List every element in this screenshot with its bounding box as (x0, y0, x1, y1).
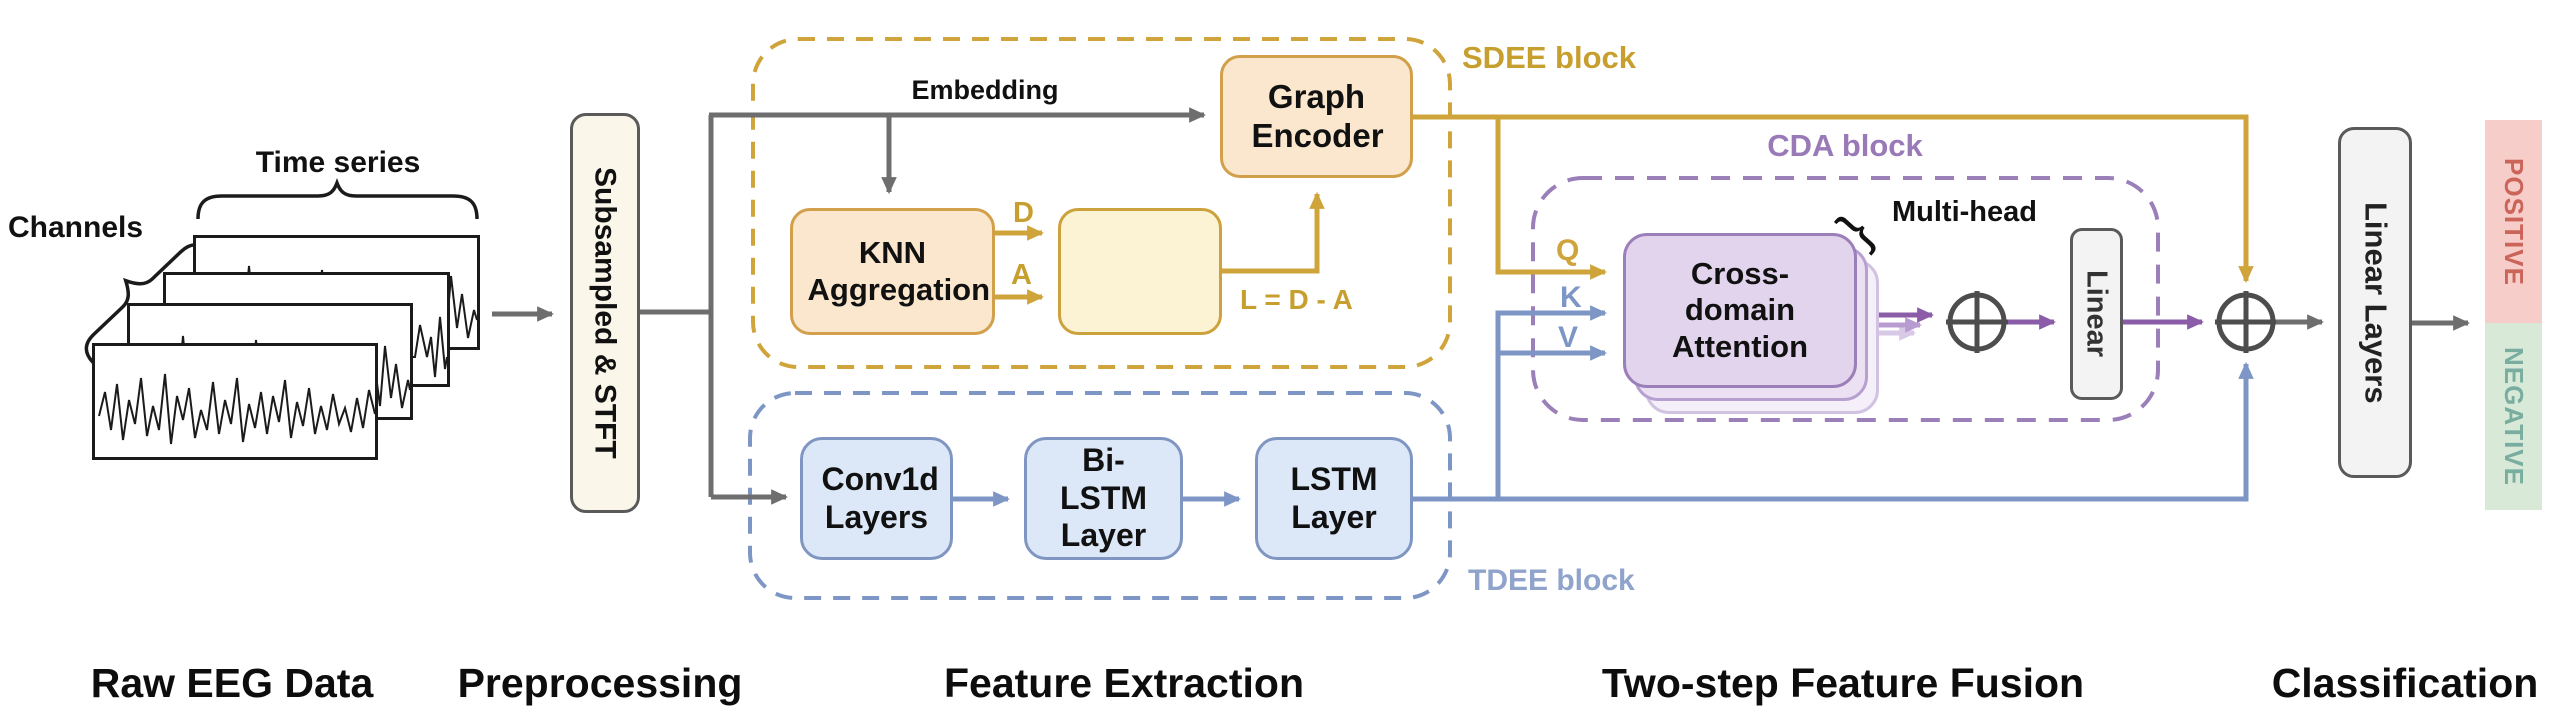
graph-encoder-label: Graph Encoder (1251, 77, 1384, 154)
eeg-waveform (98, 373, 376, 445)
knn-aggregation-label: KNN Aggregation (807, 234, 991, 307)
bilstm-label: Bi-LSTM Layer (1059, 441, 1148, 554)
stage-label-raw-eeg: Raw EEG Data (90, 660, 374, 706)
preprocessing-box: Subsampled & STFT (570, 113, 640, 513)
bilstm-box: Bi-LSTM Layer (1024, 437, 1183, 560)
linear-box: Linear (2070, 228, 2123, 400)
graph-box (1058, 208, 1222, 335)
degree-label: D (1013, 197, 1034, 229)
fusion-sum-icon (2215, 291, 2277, 353)
k-arrow (1495, 305, 1608, 499)
conv1d-box: Conv1d Layers (800, 437, 953, 560)
channels-label: Channels (8, 211, 144, 244)
multi-head-label: Multi-head (1892, 196, 2037, 228)
stage-label-feature-extraction: Feature Extraction (944, 660, 1304, 706)
positive-badge: POSITIVE (2485, 120, 2542, 323)
time-series-brace-icon (196, 178, 479, 220)
embedding-label: Embedding (911, 75, 1059, 105)
linear-layers-label: Linear Layers (2358, 201, 2394, 404)
linear-layers-box: Linear Layers (2338, 127, 2412, 478)
eeg-panel (92, 343, 378, 460)
stage-label-preprocessing: Preprocessing (457, 660, 743, 706)
laplacian-arrow (1222, 191, 1325, 274)
time-series-label: Time series (255, 146, 421, 179)
q-label: Q (1556, 234, 1580, 267)
laplacian-label: L = D - A (1240, 284, 1353, 315)
linear-box-label: Linear (2080, 270, 2113, 358)
stage-label-classification: Classification (2271, 660, 2539, 706)
v-label: V (1558, 321, 1579, 354)
cross-domain-attention-label: Cross-domain Attention (1671, 255, 1809, 364)
stage-label-fusion: Two-step Feature Fusion (1601, 660, 2085, 706)
sdee-block-label: SDEE block (1462, 40, 1636, 75)
negative-label: NEGATIVE (2498, 347, 2529, 486)
knn-aggregation-box: KNN Aggregation (790, 208, 995, 335)
q-arrow (1495, 117, 1608, 280)
negative-badge: NEGATIVE (2485, 323, 2542, 510)
cross-domain-attention-box: Cross-domain Attention (1623, 233, 1857, 388)
k-label: K (1560, 281, 1582, 314)
adjacency-label: A (1011, 259, 1032, 291)
cda-block-label: CDA block (1767, 128, 1923, 163)
head-sum-icon (1946, 291, 2008, 353)
preprocessing-box-label: Subsampled & STFT (588, 167, 622, 459)
lstm-box: LSTM Layer (1255, 437, 1413, 560)
conv1d-label: Conv1d Layers (821, 460, 939, 535)
positive-label: POSITIVE (2498, 157, 2529, 286)
lstm-label: LSTM Layer (1290, 460, 1378, 535)
graph-encoder-box: Graph Encoder (1220, 55, 1413, 178)
tdee-block-label: TDEE block (1468, 564, 1635, 597)
